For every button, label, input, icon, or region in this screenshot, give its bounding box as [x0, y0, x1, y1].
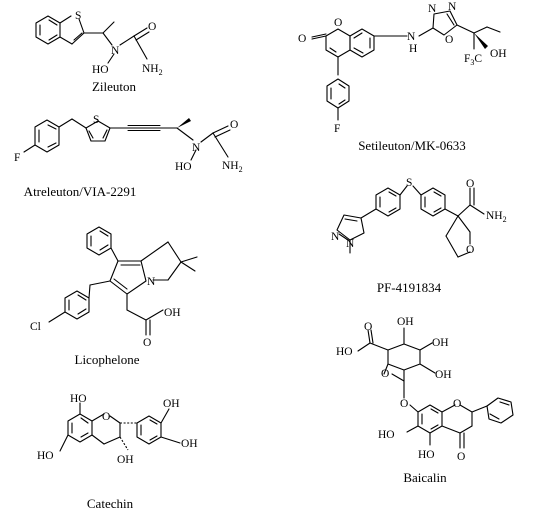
setileuton-structure: O O N N N H O F3C OH F [298, 1, 507, 135]
baicalin-oh2-label: OH [432, 337, 449, 349]
catechin-oh1-label: OH [163, 398, 180, 410]
caption-zileuton: Zileuton [91, 79, 137, 94]
pf4191834-s-label: S [406, 177, 412, 189]
licophelone-oh-label: OH [164, 307, 181, 319]
pf4191834-n1-label: N [331, 231, 340, 243]
caption-catechin: Catechin [86, 496, 134, 511]
setileuton-n2-label: N [448, 1, 457, 13]
catechin-o-ring-label: O [102, 411, 110, 423]
baicalin-ho-acid-label: HO [336, 346, 353, 358]
baicalin-o-acid-label: O [364, 321, 372, 333]
licophelone-o-label: O [143, 337, 151, 349]
zileuton-nh2-label: NH2 [142, 63, 163, 77]
pf4191834-structure: S O NH2 O N N [331, 177, 507, 258]
caption-setileuton: Setileuton/MK-0633 [358, 138, 466, 153]
atreleuton-n-label: N [192, 142, 201, 154]
setileuton-h-label: H [409, 43, 417, 55]
zileuton-n-label: N [111, 45, 120, 57]
baicalin-o-keto-label: O [457, 451, 465, 463]
zileuton-structure: S N HO O NH2 [35, 10, 163, 77]
baicalin-oh3-label: OH [435, 369, 452, 381]
atreleuton-o-label: O [230, 119, 238, 131]
pf4191834-o-ring-label: O [466, 244, 474, 256]
setileuton-oh-label: OH [490, 48, 507, 60]
catechin-ho-top-label: HO [70, 393, 87, 405]
setileuton-n1-label: N [428, 3, 437, 15]
catechin-ho-bottom-label: HO [37, 450, 54, 462]
caption-atreleuton: Atreleuton/VIA-2291 [23, 184, 137, 199]
setileuton-f-label: F [334, 123, 340, 135]
setileuton-o-lactone-label: O [334, 17, 342, 29]
baicalin-structure: HO O OH OH OH O O O HO HO O [336, 316, 514, 463]
setileuton-nh-label: N [407, 31, 416, 43]
zileuton-o-label: O [148, 21, 156, 33]
baicalin-ho2-label: HO [418, 449, 435, 461]
caption-baicalin: Baicalin [403, 470, 447, 485]
catechin-oh3-label: OH [117, 454, 134, 466]
zileuton-ho-label: HO [92, 64, 109, 76]
baicalin-ho1-label: HO [378, 429, 395, 441]
pf4191834-nh2-label: NH2 [486, 210, 507, 224]
catechin-structure: HO O OH OH HO OH [37, 393, 198, 466]
atreleuton-f-label: F [14, 152, 20, 164]
zileuton-s-label: S [75, 10, 81, 22]
pf4191834-o-amide-label: O [466, 178, 474, 190]
baicalin-oh1-label: OH [397, 316, 414, 328]
baicalin-o-sugar-label: O [381, 368, 389, 380]
setileuton-o-carbonyl-label: O [298, 33, 306, 45]
atreleuton-ho-label: HO [175, 161, 192, 173]
pf4191834-n2-label: N [346, 238, 355, 250]
setileuton-o-ring-label: O [445, 34, 453, 46]
atreleuton-s-label: S [93, 114, 99, 126]
setileuton-f3c-label: F3C [464, 53, 482, 67]
baicalin-o-ring-label: O [453, 398, 461, 410]
licophelone-n-label: N [147, 276, 156, 288]
catechin-oh2-label: OH [181, 438, 198, 450]
baicalin-o-link-label: O [400, 398, 408, 410]
licophelone-cl-label: Cl [30, 321, 41, 333]
caption-pf4191834: PF-4191834 [376, 280, 442, 295]
atreleuton-structure: F S N HO O NH2 [14, 114, 243, 174]
licophelone-structure: N Cl O OH [30, 226, 198, 349]
atreleuton-nh2-label: NH2 [222, 160, 243, 174]
caption-licophelone: Licophelone [74, 352, 140, 367]
